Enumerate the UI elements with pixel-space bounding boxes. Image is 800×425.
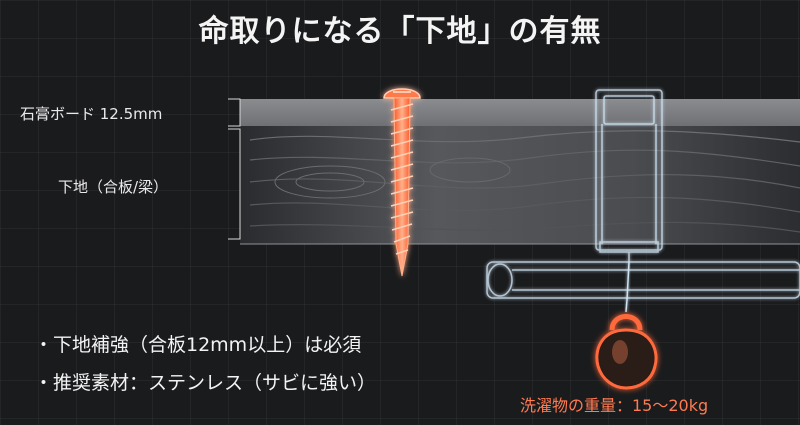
bullet-reinforcement: ・下地補強（合板12mm以上）は必須 bbox=[34, 334, 362, 356]
kettlebell-icon bbox=[595, 314, 658, 390]
gypsum-board-layer bbox=[240, 99, 800, 126]
substrate-bracket bbox=[228, 128, 241, 240]
page-title: 命取りになる「下地」の有無 bbox=[198, 14, 602, 49]
substrate-label: 下地（合板/梁） bbox=[58, 178, 169, 196]
laundry-pole-wireframe bbox=[486, 261, 800, 299]
bullet-material: ・推奨素材：ステンレス（サビに強い） bbox=[34, 372, 377, 394]
weight-caption: 洗濯物の重量：15～20kg bbox=[520, 396, 709, 415]
hanging-line bbox=[625, 261, 630, 313]
gypsum-board-label: 石膏ボード 12.5mm bbox=[20, 105, 163, 123]
screw-icon bbox=[383, 88, 421, 277]
gypsum-board-bracket bbox=[228, 98, 241, 127]
wood-substrate-layer bbox=[240, 126, 800, 245]
ceiling-hook-wireframe bbox=[595, 89, 663, 262]
